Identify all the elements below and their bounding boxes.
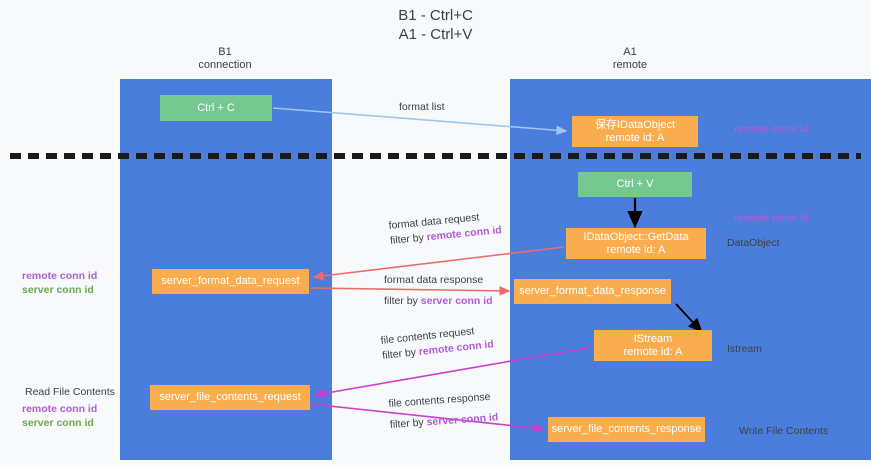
annotation-dataobject: DataObject bbox=[727, 237, 780, 249]
annotation-remote-conn-id-top: remote conn id bbox=[734, 123, 810, 135]
column-header-b1: B1 connection bbox=[198, 46, 252, 71]
node-server-file-contents-response[interactable]: server_file_contents_response bbox=[548, 417, 705, 442]
annotation-left-remote-conn-id-2: remote conn id bbox=[22, 403, 98, 415]
page-title: B1 - Ctrl+C A1 - Ctrl+V bbox=[398, 7, 473, 43]
annotation-left-server-conn-id-1: server conn id bbox=[22, 284, 94, 296]
annotation-remote-conn-id-mid: remote conn id bbox=[734, 212, 810, 224]
node-save-idataobject[interactable]: 保存IDataObject remote id: A bbox=[572, 116, 698, 147]
arrow-format-data-request bbox=[312, 246, 565, 281]
node-server-format-data-response[interactable]: server_format_data_response bbox=[514, 279, 671, 304]
edge-label-format-data-response-line2: filter by server conn id bbox=[384, 295, 493, 307]
annotation-write-file-contents: Write File Contents bbox=[739, 425, 829, 437]
annotation-istream: Istream bbox=[727, 343, 763, 355]
node-idataobject-getdata[interactable]: IDataObject::GetData remote id: A bbox=[566, 228, 706, 259]
edge-label-format-list: format list bbox=[399, 101, 445, 113]
annotation-left-remote-conn-id-1: remote conn id bbox=[22, 270, 98, 282]
edge-label-format-data-response: format data response filter by server co… bbox=[384, 273, 493, 309]
node-server-file-contents-request[interactable]: server_file_contents_request bbox=[150, 385, 310, 410]
edge-label-file-contents-response: file contents response filter by server … bbox=[388, 389, 499, 432]
arrow-format-data-response bbox=[310, 286, 511, 296]
arrow-response-to-istream bbox=[675, 303, 703, 333]
edge-label-format-data-response-line1: format data response bbox=[384, 274, 484, 286]
node-ctrl-v[interactable]: Ctrl + V bbox=[578, 172, 692, 197]
column-header-a1: A1 remote bbox=[612, 46, 648, 71]
annotation-left-server-conn-id-2: server conn id bbox=[22, 417, 94, 429]
arrow-format-list bbox=[272, 107, 568, 136]
arrow-file-contents-response bbox=[310, 403, 545, 433]
node-istream[interactable]: IStream remote id: A bbox=[594, 330, 712, 361]
node-ctrl-c[interactable]: Ctrl + C bbox=[160, 95, 272, 121]
arrow-file-contents-request bbox=[313, 346, 593, 399]
annotation-read-file-contents: Read File Contents bbox=[25, 386, 115, 398]
node-server-format-data-request[interactable]: server_format_data_request bbox=[152, 269, 309, 294]
